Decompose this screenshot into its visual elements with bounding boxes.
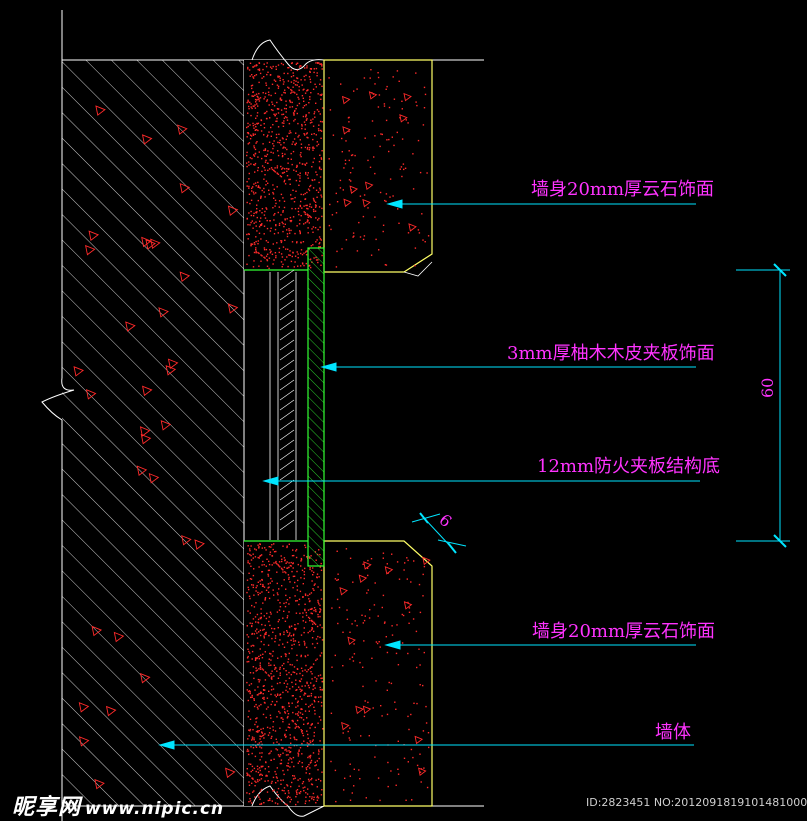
wall-section bbox=[41, 10, 484, 821]
callout-stone-lower: 墙身20mm厚云石饰面 bbox=[532, 621, 716, 642]
callout-plywood: 12mm防火夹板结构底 bbox=[537, 456, 721, 477]
leaders bbox=[158, 199, 700, 750]
dimension-vertical-label: 60 bbox=[758, 377, 777, 398]
image-id: ID:2823451 NO:20120918191014810000 bbox=[586, 796, 807, 809]
plywood-substrate bbox=[243, 269, 306, 540]
dimension-vertical bbox=[736, 263, 790, 548]
callout-stone-upper: 墙身20mm厚云石饰面 bbox=[531, 179, 715, 200]
watermark-url: www.nipic.cn bbox=[85, 799, 225, 819]
mortar-layer bbox=[244, 39, 325, 817]
stone-panel-lower bbox=[323, 540, 433, 807]
callout-veneer: 3mm厚柚木木皮夹板饰面 bbox=[507, 343, 715, 364]
teak-veneer bbox=[307, 247, 325, 567]
dimension-chamfer bbox=[411, 512, 467, 554]
watermark-logo-text: 昵享网 bbox=[12, 795, 82, 820]
callout-wall: 墙体 bbox=[655, 722, 691, 743]
stone-panel-upper bbox=[323, 59, 433, 277]
